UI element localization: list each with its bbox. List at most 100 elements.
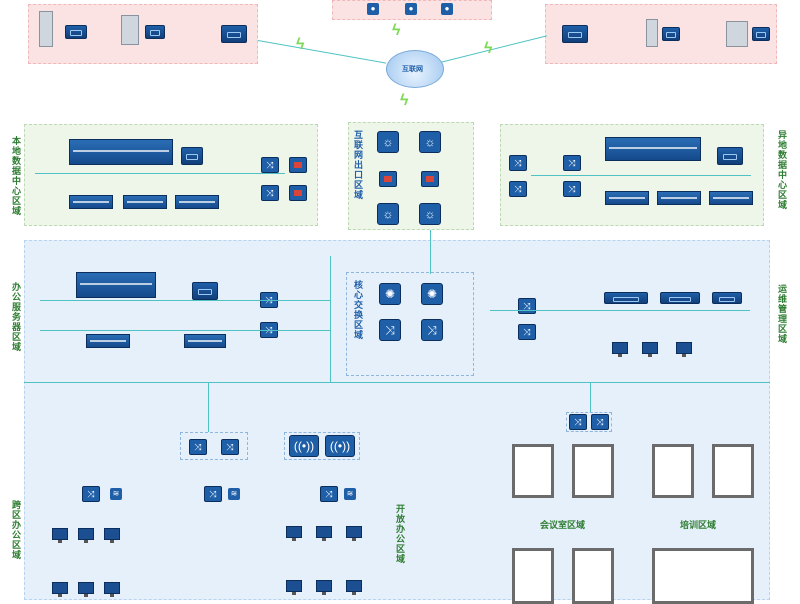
zone-isp: ☼ ☼ ☼ ☼	[348, 122, 474, 230]
switch-icon: ⤨	[509, 155, 527, 171]
wireless-link-icon: ϟ	[484, 40, 493, 57]
storage-icon	[726, 21, 748, 47]
pc-icon	[78, 582, 94, 597]
pc-icon	[316, 580, 332, 595]
zone-label-branch: 跨区办公区域	[11, 500, 21, 560]
switch-icon: ⤨	[518, 324, 536, 340]
zone-label-dc-right: 异地数据中心区域	[777, 130, 787, 210]
switch-icon: ⤨	[569, 414, 587, 430]
zone-label-ops: 运维管理区域	[777, 284, 787, 344]
server-rack-icon	[69, 139, 173, 165]
switch-icon: ⤨	[518, 298, 536, 314]
device-icon	[717, 147, 743, 165]
switch-icon: ⤨	[82, 486, 100, 502]
remote-site-left	[28, 4, 258, 64]
storage-icon	[605, 191, 649, 205]
zone-label-training: 培训区域	[680, 520, 717, 530]
storage-icon	[175, 195, 219, 209]
training-room	[652, 548, 754, 604]
link	[35, 173, 285, 174]
device-icon	[181, 147, 203, 165]
remote-site-center: ● ● ●	[332, 0, 492, 20]
meeting-room	[512, 444, 554, 498]
room-switch-group: ⤨ ⤨	[566, 412, 612, 432]
device-icon	[65, 25, 87, 39]
core-switch-icon: ✺	[421, 283, 443, 305]
wireless-ap-icon: ≋	[110, 488, 122, 500]
wireless-ap-icon: ≋	[344, 488, 356, 500]
pc-icon	[316, 526, 332, 541]
switch-icon: ⤨	[261, 185, 279, 201]
user-icon: ●	[367, 3, 379, 15]
pc-icon	[676, 342, 692, 357]
pc-icon	[346, 526, 362, 541]
storage-icon	[184, 334, 226, 348]
zone-label-isp: 互联网出口区域	[353, 130, 363, 200]
firewall-icon	[379, 171, 397, 187]
zone-core: ✺ ✺ ⤨ ⤨	[346, 272, 474, 376]
pc-icon	[104, 528, 120, 543]
gateway-icon	[221, 25, 247, 43]
training-room	[712, 444, 754, 498]
switch-icon: ⤨	[261, 157, 279, 173]
zone-label-open: 开放办公区域	[395, 504, 405, 564]
device-icon	[660, 292, 700, 304]
internet-label: 互联网	[402, 66, 423, 73]
device-icon	[712, 292, 742, 304]
device-icon	[752, 27, 770, 41]
storage-icon	[69, 195, 113, 209]
link	[531, 175, 751, 176]
storage-icon	[123, 195, 167, 209]
link	[590, 382, 591, 412]
storage-icon	[121, 15, 139, 45]
device-icon	[662, 27, 680, 41]
wireless-ap-icon: ≋	[228, 488, 240, 500]
zone-label-core: 核心交换区域	[353, 280, 363, 340]
pc-icon	[346, 580, 362, 595]
core-switch-icon: ✺	[379, 283, 401, 305]
storage-icon	[657, 191, 701, 205]
gateway-icon	[562, 25, 588, 43]
zone-dc-right: ⤨ ⤨ ⤨ ⤨	[500, 124, 764, 226]
switch-icon: ⤨	[221, 439, 239, 455]
firewall-icon	[289, 185, 307, 201]
switch-icon: ⤨	[204, 486, 222, 502]
switch-icon: ⤨	[320, 486, 338, 502]
switch-icon: ⤨	[189, 439, 207, 455]
server-rack-icon	[605, 137, 701, 161]
user-icon: ●	[441, 3, 453, 15]
pc-icon	[286, 580, 302, 595]
core-switch-icon: ⤨	[421, 319, 443, 341]
wireless-ap-icon: ((•))	[325, 435, 355, 457]
storage-icon	[709, 191, 753, 205]
core-switch-icon: ⤨	[379, 319, 401, 341]
link	[330, 256, 331, 382]
switch-icon: ⤨	[563, 155, 581, 171]
device-icon	[145, 25, 165, 39]
pc-icon	[52, 528, 68, 543]
zone-label-server: 办公服务器区域	[11, 282, 21, 352]
router-icon: ☼	[419, 203, 441, 225]
wireless-link-icon: ϟ	[400, 92, 409, 109]
zone-dc-left: ⤨ ⤨	[24, 124, 318, 226]
switch-icon: ⤨	[509, 181, 527, 197]
link	[24, 382, 770, 383]
wireless-link-icon: ϟ	[392, 22, 401, 39]
router-icon: ☼	[419, 131, 441, 153]
storage-icon	[86, 334, 130, 348]
wan-link	[257, 40, 387, 64]
pc-icon	[286, 526, 302, 541]
server-rack-icon	[76, 272, 156, 298]
link	[430, 230, 431, 274]
link	[490, 310, 750, 311]
server-tower-icon	[39, 11, 53, 47]
pc-icon	[78, 528, 94, 543]
link	[40, 330, 330, 331]
switch-icon: ⤨	[591, 414, 609, 430]
firewall-icon	[421, 171, 439, 187]
wireless-link-icon: ϟ	[296, 36, 305, 53]
firewall-icon	[289, 157, 307, 173]
meeting-room	[572, 444, 614, 498]
remote-site-right	[545, 4, 777, 64]
training-room	[652, 444, 694, 498]
